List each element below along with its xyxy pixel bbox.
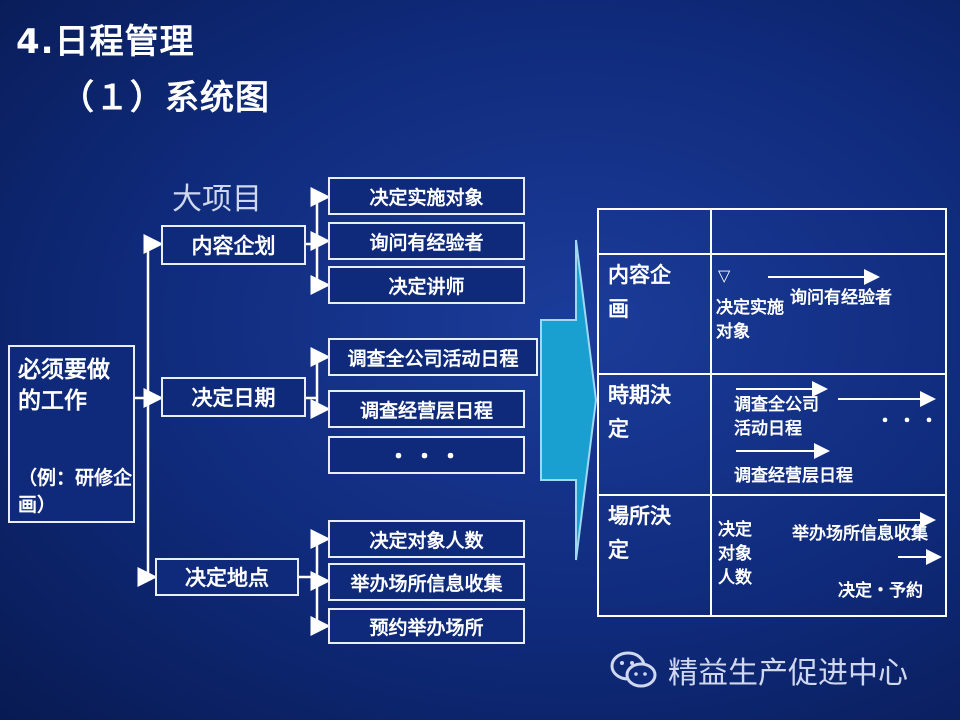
leaf-box: 调查经营层日程 bbox=[328, 390, 525, 428]
table-cell: 决定・予約 bbox=[838, 581, 923, 601]
watermark: 精益生产促进中心 bbox=[610, 648, 908, 692]
table-cell: 询问有经验者 bbox=[790, 288, 892, 308]
table-cell: 举办场所信息收集 bbox=[792, 524, 928, 544]
big-arrow-icon bbox=[540, 239, 598, 561]
leaf-box: 调查全公司活动日程 bbox=[328, 338, 538, 376]
table-cell: 决定对象人数 bbox=[718, 520, 752, 588]
root-main-text: 必须要做的工作 bbox=[18, 357, 110, 414]
leaf-box-ellipsis: ・・・ bbox=[328, 436, 525, 474]
leaf-box: 举办场所信息收集 bbox=[328, 563, 525, 601]
root-box: 必须要做的工作 （例：研修企画） bbox=[8, 345, 135, 523]
table-row-header-period: 時期決定 bbox=[608, 383, 671, 441]
branch-box-decide-location: 决定地点 bbox=[155, 558, 299, 596]
branch-box-decide-date: 决定日期 bbox=[161, 377, 306, 417]
leaf-box: 决定实施对象 bbox=[328, 177, 525, 215]
leaf-box: 询问有经验者 bbox=[328, 222, 525, 260]
watermark-text: 精益生产促进中心 bbox=[668, 656, 908, 691]
table-cell: 调查经营层日程 bbox=[734, 466, 853, 486]
major-items-label: 大项目 bbox=[172, 182, 262, 217]
branch-box-content-planning: 内容企划 bbox=[161, 225, 306, 265]
milestone-triangle-icon: ▽ bbox=[718, 266, 731, 285]
table-cell: 决定实施对象 bbox=[716, 298, 784, 342]
table-row-header-content: 内容企画 bbox=[608, 263, 671, 321]
root-note-text: （例：研修企画） bbox=[18, 467, 133, 516]
slide-subtitle: （１）系统图 bbox=[60, 78, 270, 118]
leaf-box: 决定对象人数 bbox=[328, 520, 525, 558]
slide-title: 4.日程管理 bbox=[16, 22, 195, 62]
leaf-box: 预约举办场所 bbox=[328, 608, 525, 644]
leaf-box: 决定讲师 bbox=[328, 266, 525, 304]
table-cell-ellipsis: ・・・ bbox=[876, 411, 942, 432]
table-cell: 调查全公司活动日程 bbox=[734, 395, 819, 439]
table-row-header-location: 場所決定 bbox=[608, 504, 671, 562]
wechat-icon bbox=[610, 651, 657, 688]
